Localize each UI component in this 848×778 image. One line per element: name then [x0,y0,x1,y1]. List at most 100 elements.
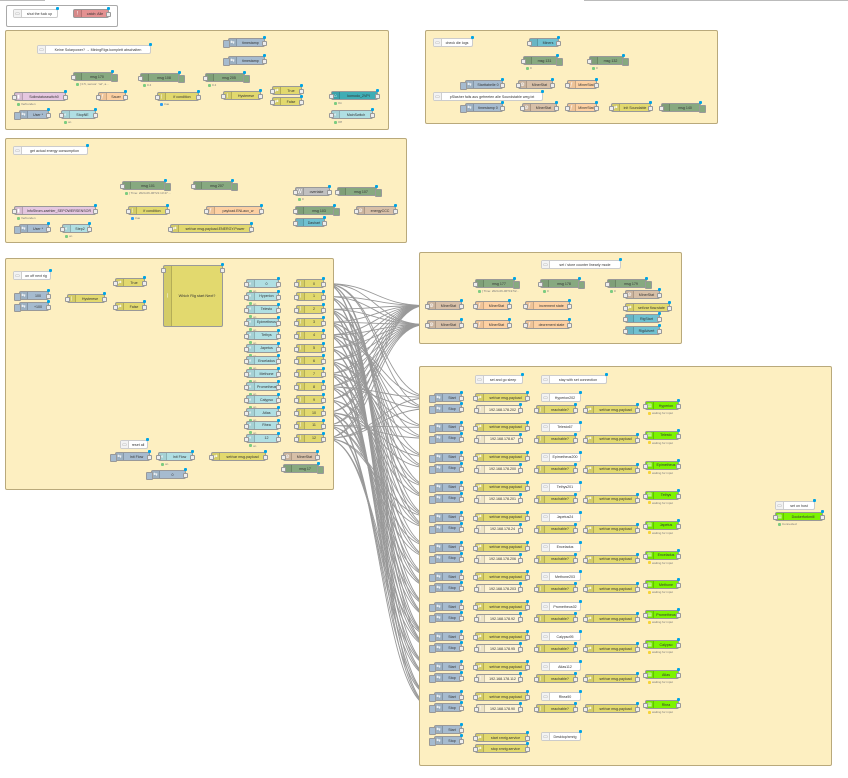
output-port[interactable] [635,677,640,683]
output-port[interactable] [635,497,640,503]
output-port[interactable] [249,227,254,232]
comment-node[interactable]: ▭Prometheus02 [541,600,582,612]
inject-button[interactable] [429,738,436,746]
input-port[interactable] [294,346,299,352]
inject-button[interactable] [429,604,436,613]
input-port[interactable] [281,455,286,460]
input-port[interactable] [474,557,479,563]
input-port[interactable] [583,497,588,503]
output-port[interactable] [459,605,464,611]
output-port[interactable] [518,497,523,503]
comment-node[interactable]: ▭Enceladus [541,540,582,552]
input-port[interactable] [534,408,539,413]
comment-node[interactable]: ▭Rhea90 [541,690,582,701]
inject-button[interactable] [460,105,467,113]
reachable-switch[interactable]: ⟨reachable? [534,403,578,414]
rig-toggle-node[interactable]: ◐Japetuson [244,341,281,358]
ping-node[interactable]: !192.168.178.112 [474,672,523,684]
output-port[interactable] [573,647,578,653]
inject-button[interactable] [429,454,436,463]
output-port[interactable] [635,467,640,473]
input-port[interactable] [244,436,249,442]
debug-node[interactable]: msg 107 [335,185,382,197]
input-port[interactable] [643,643,648,649]
miner-node[interactable]: ⚙MinerStat [623,288,662,299]
start-inject-node[interactable]: ⇆Start [429,630,464,643]
inject-button[interactable] [429,435,436,444]
output-port[interactable] [276,359,281,365]
input-port[interactable] [534,617,539,623]
input-port[interactable] [294,282,299,287]
setvar-node[interactable]: ⇄set/var msg.payload [473,540,530,552]
change-node[interactable]: ⇄set/var msg.payload.ENERGY.Power [168,222,254,233]
miner-node[interactable]: ⚙energyCCC [354,204,398,215]
output-port[interactable] [375,94,380,99]
output-port[interactable] [676,404,681,409]
start-inject-node[interactable]: ⇆Start [429,570,464,583]
change-node[interactable]: ⇄init Soundable [609,101,653,112]
miner-node[interactable]: ⚙MinerStat [425,318,464,329]
input-port[interactable] [474,647,479,653]
output-port[interactable] [459,466,464,472]
input-port[interactable] [473,545,478,551]
input-port[interactable] [474,677,479,683]
input-port[interactable] [565,83,570,88]
inject-button[interactable] [429,395,436,403]
output-port[interactable] [321,333,326,339]
reachable-switch[interactable]: ⟨reachable? [534,492,578,504]
input-port[interactable] [473,455,478,461]
input-port[interactable] [294,333,299,339]
output-port[interactable] [667,306,672,311]
comment-node[interactable]: ▭get actual energy consumption [13,144,89,155]
output-port[interactable] [594,83,599,88]
stop-inject-node[interactable]: ⇆Stop [429,611,464,624]
stop-inject-node[interactable]: ⇆Stop [429,431,464,444]
input-port[interactable] [534,527,539,533]
output-port[interactable] [459,695,464,700]
output-port[interactable] [259,209,264,214]
input-port[interactable] [293,190,298,195]
input-port[interactable] [534,707,539,712]
output-port[interactable] [676,703,681,708]
comment-node[interactable]: ▭stay with set connection [541,373,608,384]
output-port[interactable] [321,411,326,416]
output-port[interactable] [525,425,530,431]
input-port[interactable] [161,268,166,273]
comment-node[interactable]: ▭shut the fuck up [13,7,59,18]
output-port[interactable] [321,372,326,378]
output-port[interactable] [459,635,464,641]
input-port[interactable] [270,100,275,105]
output-port[interactable] [93,113,98,118]
output-port[interactable] [220,268,225,273]
input-port[interactable] [527,41,532,46]
debug-node[interactable]: msg 17 [281,462,324,474]
comment-node[interactable]: ▭Calypso95 [541,630,582,642]
setvar-node[interactable]: ⇄set/var msg.payload [473,450,530,462]
reachable-switch[interactable]: ⟨reachable? [534,522,578,534]
output-port[interactable] [46,227,51,232]
setvar-node[interactable]: ⇄set/var msg.payload [473,480,530,492]
input-port[interactable] [12,209,17,214]
stop-inject-node[interactable]: ⇆Stop [429,641,464,654]
input-port[interactable] [516,83,521,88]
reachable-switch[interactable]: ⟨reachable? [534,432,578,444]
debug-node[interactable]: msg 101[ Time: 2024-06-06T21:13:47 ... [120,179,171,195]
service-start-node[interactable]: ⇄start xmrig.service [473,731,530,742]
inject-node[interactable]: ⇆+100 [14,300,51,312]
output-port[interactable] [321,359,326,365]
stop-inject-node[interactable]: ⇆Stop [429,491,464,504]
input-port[interactable] [294,385,299,391]
output-port[interactable] [46,305,51,310]
comment-node[interactable]: ▭set / store counter linearly mode [541,258,622,269]
